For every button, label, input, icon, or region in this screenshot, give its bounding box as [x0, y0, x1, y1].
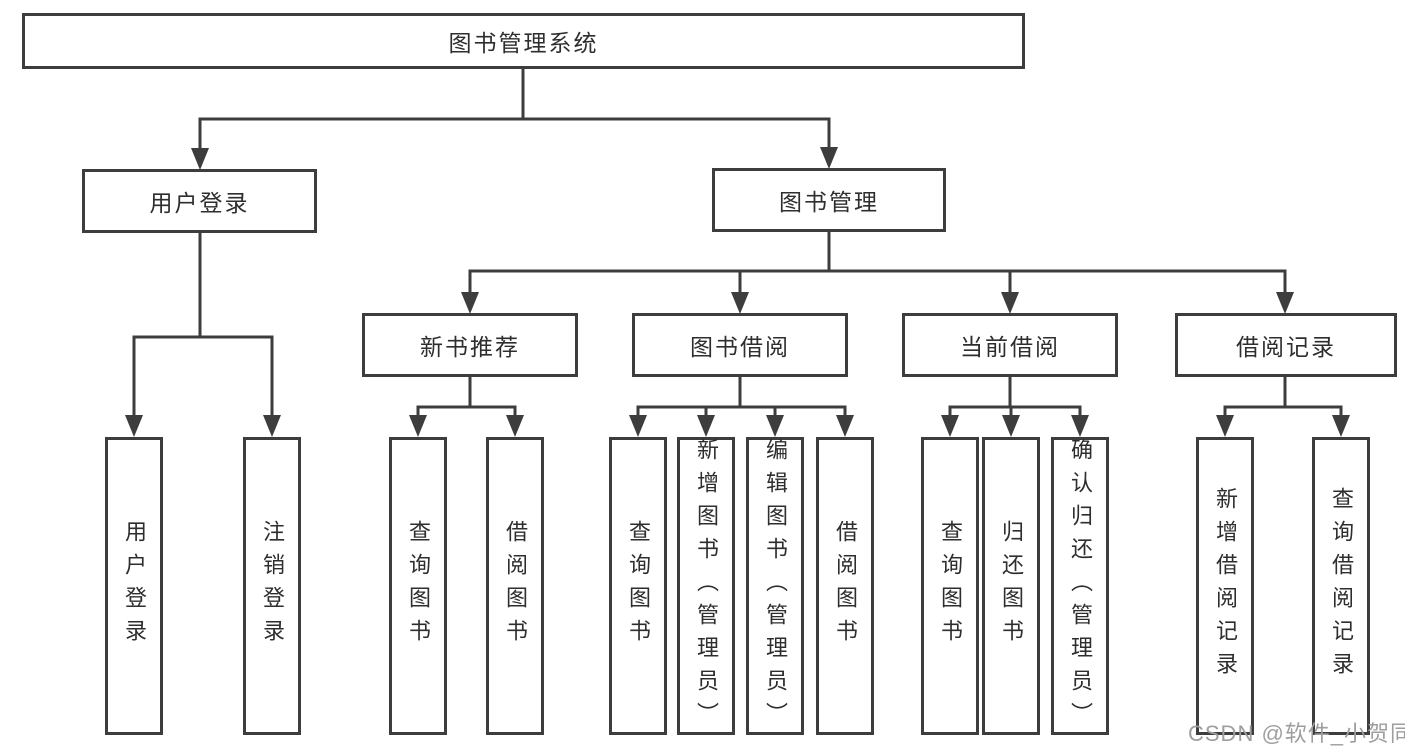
node-label: 当前借阅: [960, 334, 1060, 360]
node-label: 查询图书: [406, 520, 431, 652]
node-borrowing-records: 借阅记录: [1175, 313, 1397, 377]
node-user-login: 用户登录: [82, 169, 317, 233]
node-edit-books-admin: 编辑图书（管理员）: [746, 437, 804, 735]
node-library-management-system: 图书管理系统: [22, 13, 1025, 69]
node-label: 借阅图书: [503, 520, 528, 652]
node-borrow-books-recommend: 借阅图书: [486, 437, 544, 735]
node-add-books-admin: 新增图书（管理员）: [677, 437, 735, 735]
node-query-books-recommend: 查询图书: [389, 437, 447, 735]
node-query-books-borrowing: 查询图书: [609, 437, 667, 735]
csdn-watermark: CSDN @软件_小贺同学: [1188, 721, 1405, 746]
node-label: 图书管理: [779, 189, 879, 215]
node-label: 借阅图书: [833, 520, 858, 652]
node-label: 注销登录: [260, 520, 285, 652]
node-return-books: 归还图书: [982, 437, 1040, 735]
node-current-borrowing: 当前借阅: [902, 313, 1118, 377]
node-label: 借阅记录: [1236, 334, 1336, 360]
node-label: 图书管理系统: [448, 30, 599, 56]
node-label: 归还图书: [999, 520, 1024, 652]
node-label: 图书借阅: [690, 334, 790, 360]
node-user-login-leaf: 用户登录: [105, 437, 163, 735]
node-label: 查询图书: [626, 520, 651, 652]
node-label: 查询借阅记录: [1329, 487, 1354, 685]
node-label: 新增图书（管理员）: [694, 437, 719, 735]
node-borrow-books-borrowing: 借阅图书: [816, 437, 874, 735]
node-query-borrow-record: 查询借阅记录: [1312, 437, 1370, 735]
node-label: 用户登录: [122, 520, 147, 652]
node-logout: 注销登录: [243, 437, 301, 735]
node-confirm-return-admin: 确认归还（管理员）: [1051, 437, 1109, 735]
node-label: 编辑图书（管理员）: [763, 437, 788, 735]
node-label: 新书推荐: [420, 334, 520, 360]
node-label: 新增借阅记录: [1213, 487, 1238, 685]
node-book-borrowing: 图书借阅: [632, 313, 848, 377]
node-query-books-current: 查询图书: [921, 437, 979, 735]
node-add-borrow-record: 新增借阅记录: [1196, 437, 1254, 735]
node-label: 查询图书: [938, 520, 963, 652]
node-new-book-recommendation: 新书推荐: [362, 313, 578, 377]
node-book-management: 图书管理: [712, 168, 946, 232]
node-label: 确认归还（管理员）: [1068, 437, 1093, 735]
node-label: 用户登录: [149, 190, 250, 216]
